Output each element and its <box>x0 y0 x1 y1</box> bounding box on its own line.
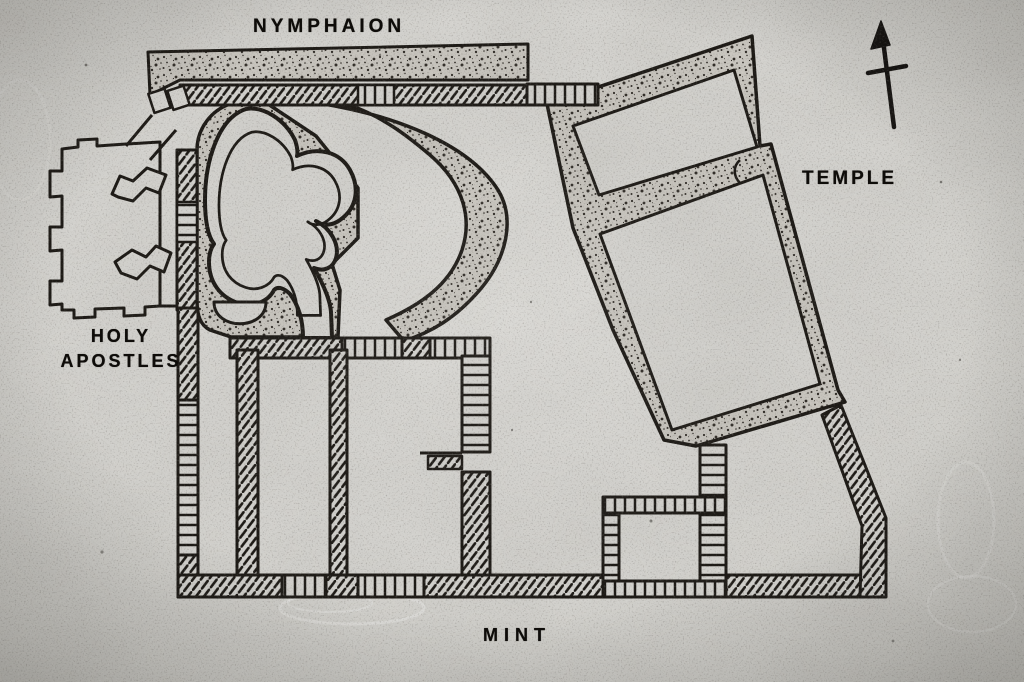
label-nymphaion: NYMPHAION <box>253 16 406 37</box>
label-holy-apostles: HOLY APOSTLES <box>56 324 186 374</box>
label-temple: TEMPLE <box>802 168 898 189</box>
label-mint: MINT <box>483 625 551 645</box>
label-holy-line1: HOLY <box>90 326 152 346</box>
label-holy-line2: APOSTLES <box>60 351 182 371</box>
